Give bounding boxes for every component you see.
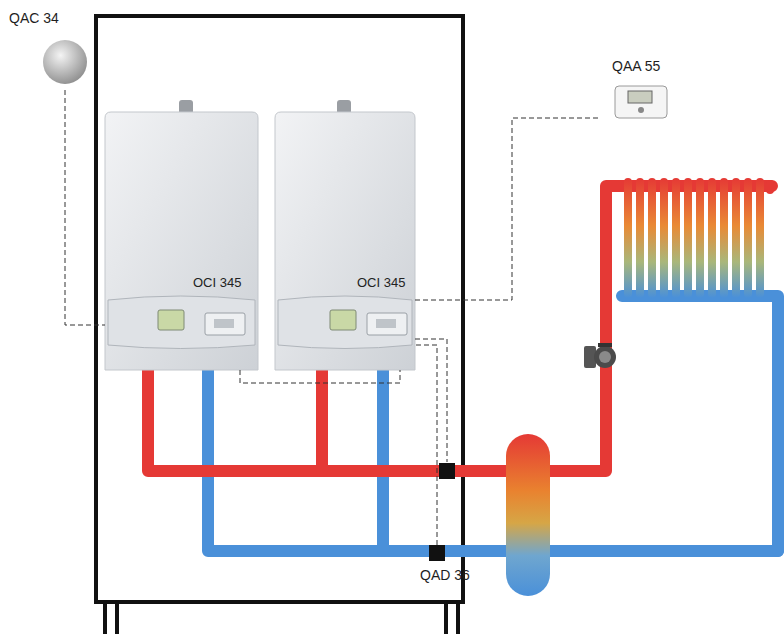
device-label: QAC 34: [9, 10, 59, 26]
boiler: OCI 345: [275, 112, 415, 370]
flow-sensor: [439, 463, 455, 479]
device-label: QAD 36: [420, 567, 470, 583]
room-unit: QAA 55: [598, 58, 678, 122]
device-label: QAA 55: [612, 58, 660, 74]
outdoor-sensor: [43, 40, 87, 84]
outdoor-sensor-unit: QAC 34: [5, 8, 90, 90]
boiler-illustration: [105, 100, 258, 370]
return-pipe: [208, 296, 778, 551]
signal-wire: [65, 90, 105, 325]
radiator: [624, 178, 774, 298]
hydraulic-separator: [506, 434, 550, 596]
device-label: OCI 345: [193, 275, 241, 291]
frame: [96, 16, 463, 602]
return-sensor: [429, 545, 445, 561]
return-sensor-unit: QAD 36: [416, 545, 482, 587]
sensor-wire: [415, 339, 447, 462]
signal-wire: [240, 370, 400, 383]
pump-symbol: [584, 343, 616, 368]
signal-wire: [415, 345, 437, 545]
boiler: OCI 345: [105, 112, 258, 370]
device-label: OCI 345: [357, 275, 405, 291]
boiler-illustration: [275, 100, 415, 370]
room-unit: [615, 86, 667, 118]
signal-wire: [415, 118, 598, 300]
